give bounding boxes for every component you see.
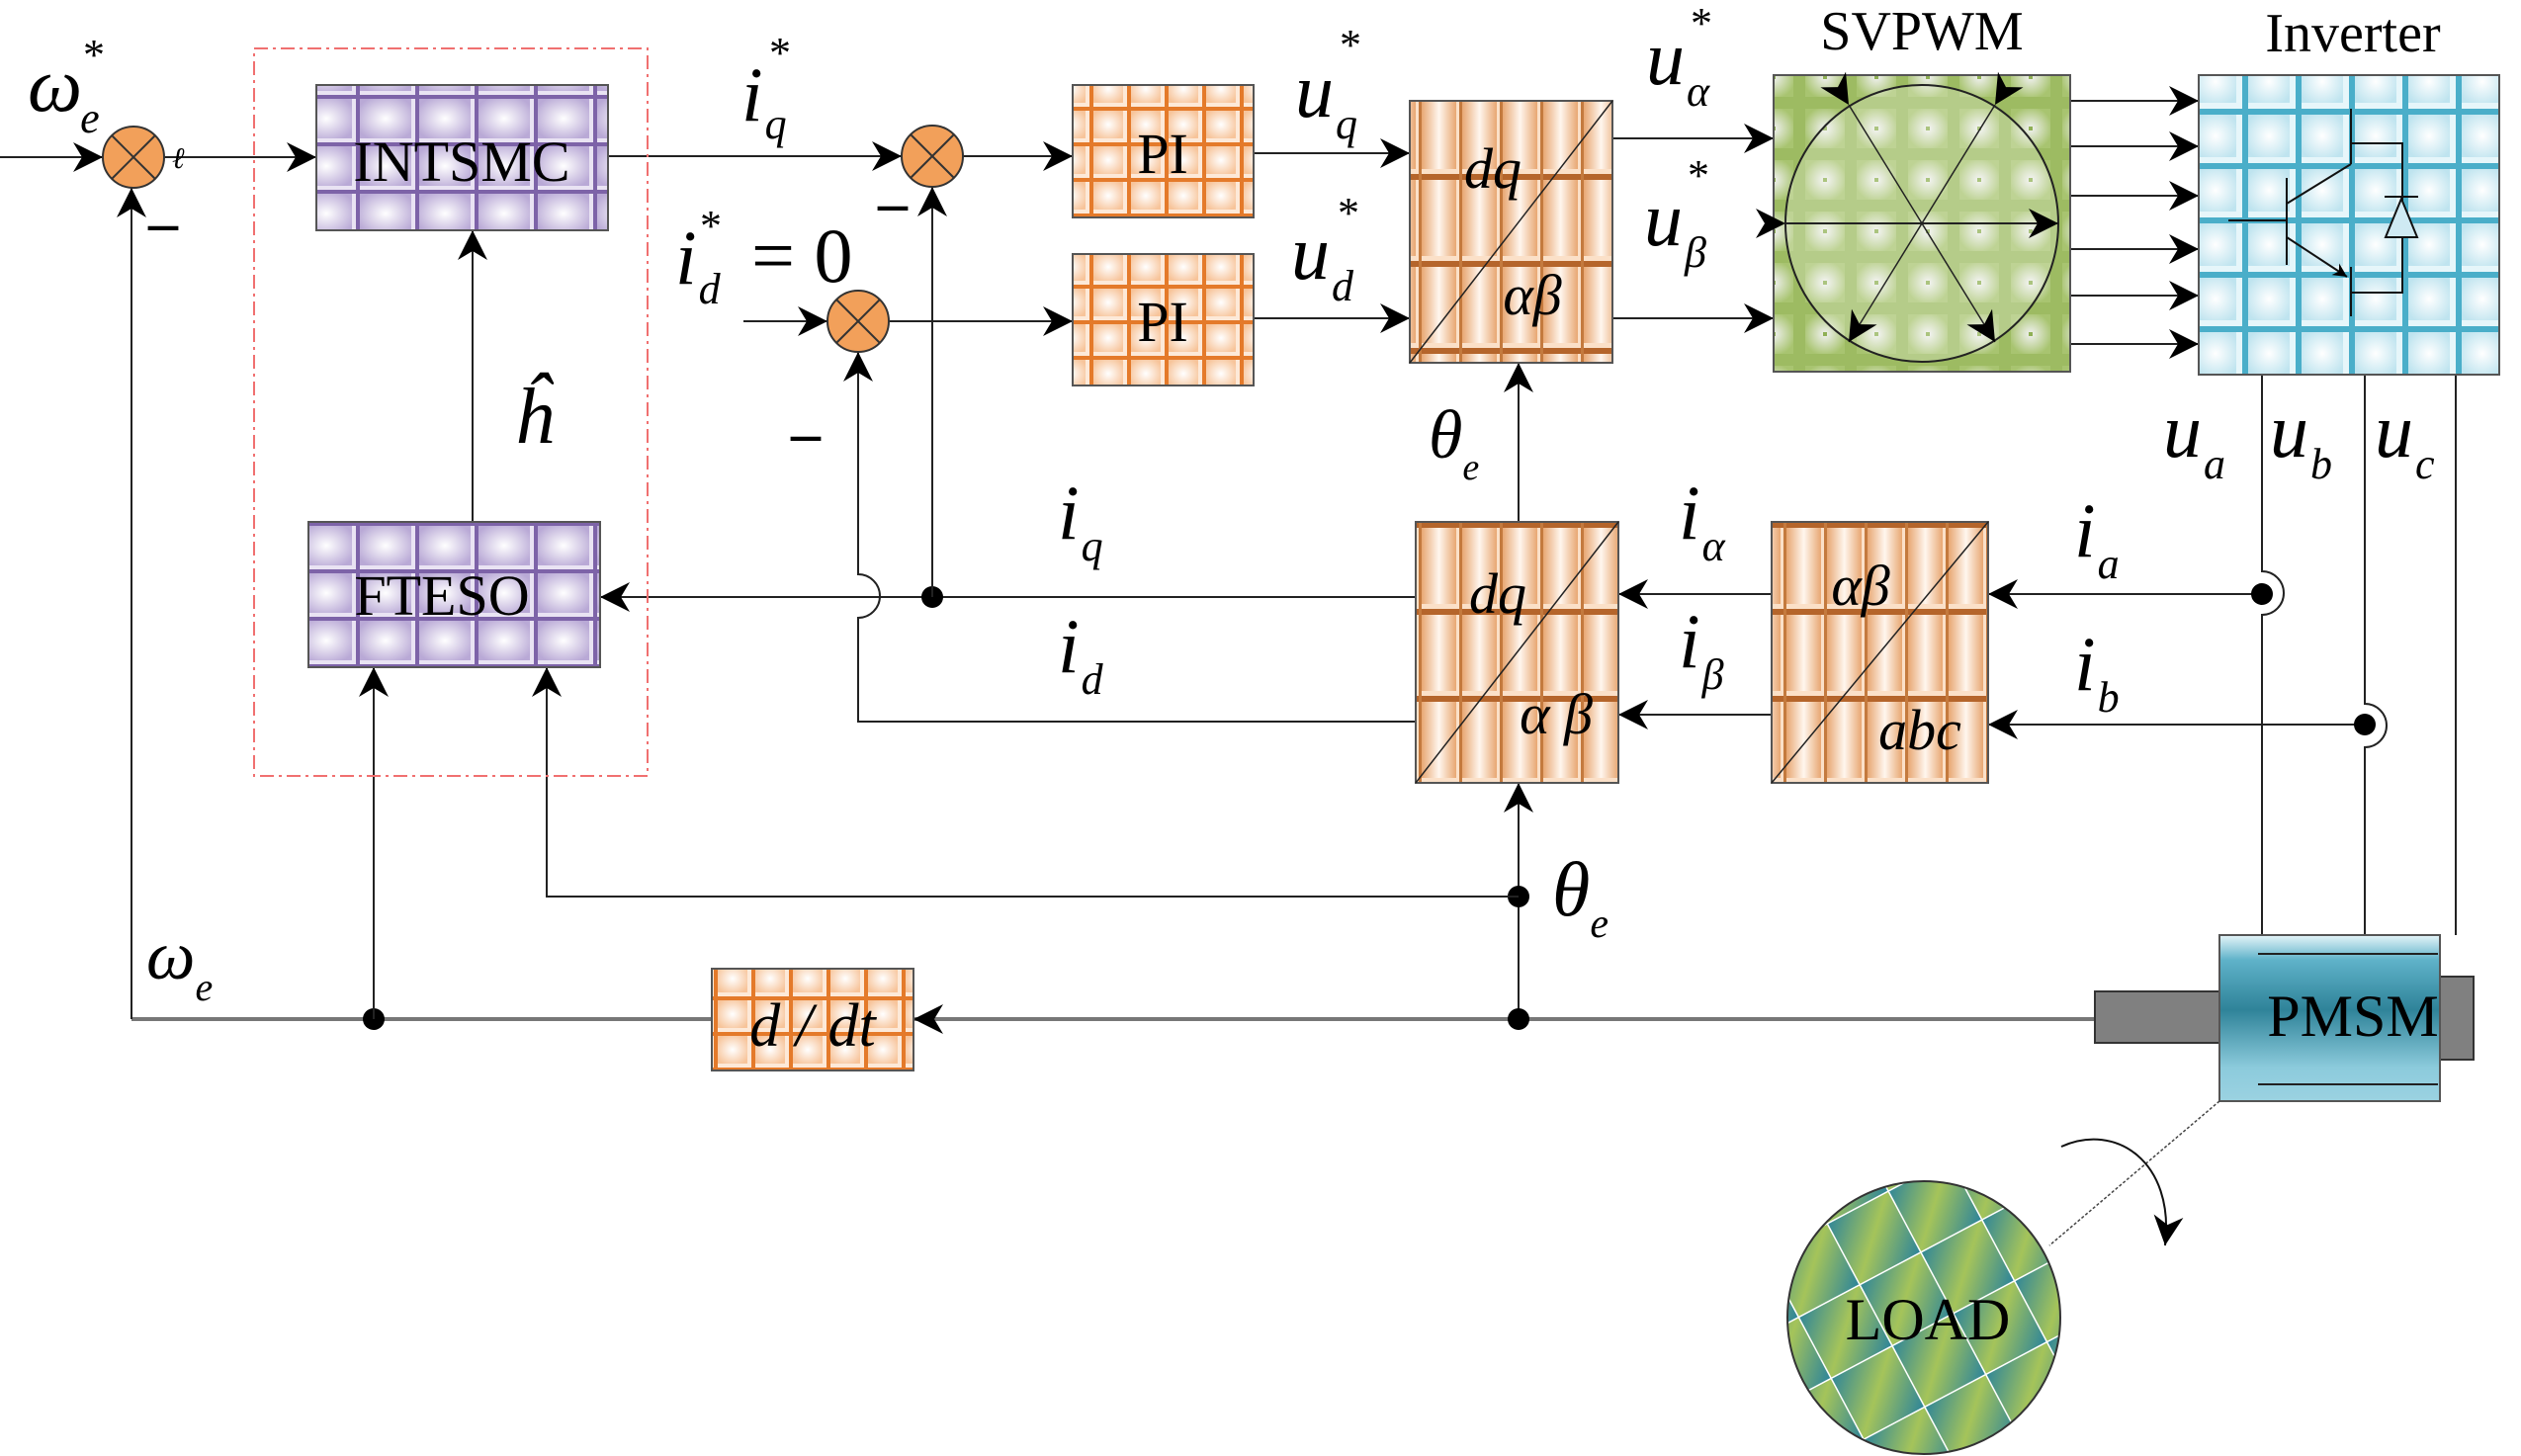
label-ib: ib (2074, 621, 2120, 722)
summer-id (826, 290, 890, 353)
park-dq-label: dq (1469, 561, 1526, 626)
fteso-label: FTESO (354, 563, 529, 628)
wire-theta-to-fteso (532, 667, 1519, 898)
label-ud-ref: ud (1291, 210, 1354, 310)
label-stray-mark: ℓ (172, 142, 185, 175)
park-block[interactable]: dq α β (1415, 521, 1619, 784)
label-minus-id: – (790, 400, 822, 466)
signal-labels: ωe * ℓ – iq * – id * = 0 – ĥ uq * ud * u… (28, 0, 2435, 1009)
label-ualpha-ref-star: * (1691, 0, 1712, 47)
label-uq-ref-star: * (1340, 21, 1361, 69)
pmsm-label: PMSM (2267, 984, 2438, 1049)
inverter-block[interactable] (2198, 74, 2500, 376)
motor-shaft-left (2094, 990, 2220, 1044)
label-ibeta: iβ (1679, 598, 1724, 699)
label-omega-ref-star: * (83, 31, 105, 79)
load-coupling (2048, 1100, 2220, 1246)
label-ialpha: iα (1679, 470, 1726, 570)
junction-theta-2 (1508, 1008, 1529, 1030)
fteso-block[interactable]: FTESO (307, 521, 601, 668)
pi-d-block[interactable]: PI (1072, 253, 1255, 386)
label-uq-ref: uq (1295, 47, 1357, 148)
summer-speed (102, 126, 165, 189)
clarke-abc-label: abc (1878, 698, 1961, 762)
inverse-park-ab-label: αβ (1503, 263, 1561, 327)
label-theta-top: θe (1429, 397, 1479, 488)
intsmc-block[interactable]: INTSMC (315, 84, 609, 231)
label-minus-speed: – (147, 190, 179, 255)
summer-iq (901, 125, 964, 188)
label-ud-ref-star: * (1338, 189, 1359, 237)
label-omega-ref: ωe (28, 42, 100, 142)
label-ua: ua (2163, 387, 2225, 488)
inverse-park-block[interactable]: dq αβ (1409, 100, 1613, 364)
label-id-ref-zero: = 0 (751, 213, 853, 299)
junction-ib (2354, 714, 2376, 735)
observer-controller-group (253, 47, 649, 777)
junction-ia (2251, 583, 2273, 605)
label-iq: iq (1058, 470, 1103, 570)
load-label: LOAD (1846, 1287, 2011, 1352)
svpwm-title: SVPWM (1820, 1, 2023, 62)
label-ualpha-ref: uα (1646, 15, 1710, 116)
wire-phase-a (2261, 375, 2285, 935)
label-ub: ub (2270, 387, 2332, 488)
label-theta-bottom: θe (1552, 846, 1608, 947)
derivative-label: d / dt (749, 992, 877, 1060)
inverse-park-dq-label: dq (1464, 136, 1521, 201)
load-block[interactable]: LOAD (1780, 1176, 2076, 1456)
park-ab-label: α β (1520, 682, 1593, 746)
intsmc-label: INTSMC (353, 129, 569, 194)
svpwm-block[interactable] (1756, 71, 2071, 373)
label-ubeta-ref-star: * (1688, 151, 1709, 200)
label-id-ref-star: * (700, 202, 722, 250)
label-id-ref: id (675, 214, 722, 313)
wire-phase-b (2364, 375, 2388, 935)
label-minus-iq: – (877, 170, 909, 235)
svpwm-vector-diag-2 (1848, 71, 2024, 343)
label-uc: uc (2375, 387, 2435, 488)
motor-shaft-right (2439, 976, 2475, 1061)
label-ubeta-ref: uβ (1644, 176, 1706, 277)
label-ia: ia (2074, 487, 2120, 588)
pi-q-block[interactable]: PI (1072, 84, 1255, 218)
pmsm-motor[interactable]: PMSM (2094, 934, 2475, 1102)
clarke-block[interactable]: αβ abc (1771, 521, 1989, 784)
label-id: id (1058, 603, 1104, 704)
pi-d-label: PI (1137, 290, 1188, 354)
label-iq-ref-star: * (769, 29, 791, 77)
label-h-hat: ĥ (514, 373, 555, 461)
inverter-title: Inverter (2265, 3, 2441, 64)
label-iq-ref: iq (741, 51, 787, 148)
label-omega-e: ωe (146, 918, 213, 1009)
clarke-ab-label: αβ (1831, 554, 1889, 618)
igbt-symbol-icon (2228, 109, 2419, 316)
rotation-arrow-icon (2060, 1138, 2184, 1246)
wires (0, 86, 2457, 1034)
wire-id-feedback (843, 352, 1416, 723)
derivative-block[interactable]: d / dt (711, 968, 914, 1071)
pi-q-label: PI (1137, 122, 1188, 186)
